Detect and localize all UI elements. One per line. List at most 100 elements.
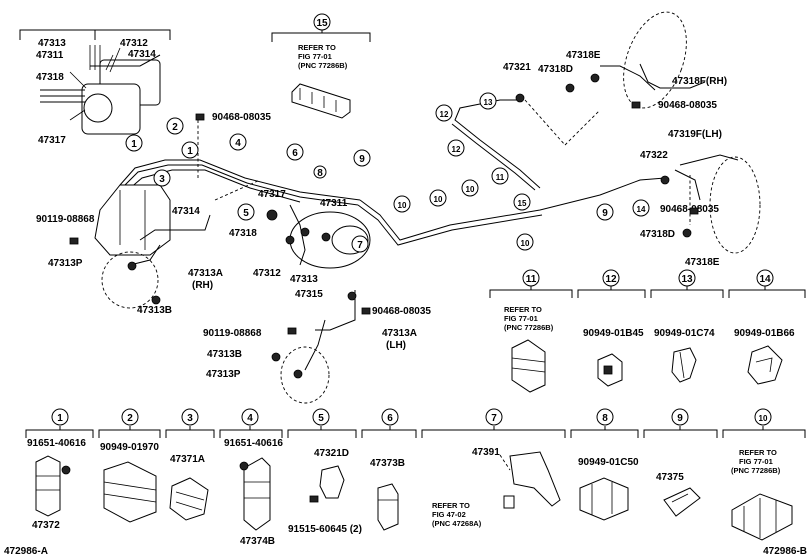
label-90949-01B45: 90949-01B45 (583, 328, 644, 339)
callout-10-box (754, 408, 772, 426)
label-47312: 47312 (120, 38, 148, 49)
callout-9-b: 9 (602, 208, 608, 219)
callout-4-a: 4 (235, 138, 241, 149)
clip-8-drawing (579, 477, 629, 521)
clip-3-drawing (169, 477, 209, 521)
callout-10-c: 10 (466, 185, 475, 194)
clip-12-drawing (597, 353, 623, 387)
label-90119-a: 90119-08868 (36, 214, 95, 225)
callout-3-a: 3 (159, 174, 165, 185)
label-47313-b: 47313 (290, 274, 318, 285)
refer-11-line-2: FIG 77-01 (504, 314, 538, 323)
callout-6-box (381, 408, 399, 426)
label-90949-01C50: 90949-01C50 (578, 457, 639, 468)
callout-1-box (51, 408, 69, 426)
label-91651-b: 91651-40616 (224, 438, 283, 449)
label-90949-01970: 90949-01970 (100, 442, 159, 453)
callout-5-a: 5 (243, 208, 249, 219)
label-47318E-b: 47318E (685, 257, 720, 268)
main-brake-tubes (94, 11, 761, 404)
label-rh: (RH) (192, 280, 213, 291)
label-47318D-b: 47318D (640, 229, 675, 240)
label-47391: 47391 (472, 447, 500, 458)
callout-12-box (602, 269, 620, 287)
refer-7-line-3: (PNC 47268A) (432, 519, 482, 528)
clip-4-drawing (239, 457, 271, 531)
label-47372: 47372 (32, 520, 60, 531)
label-47375: 47375 (656, 472, 684, 483)
label-47313A-lh: 47313A (382, 328, 417, 339)
label-47313B-b: 47313B (207, 349, 242, 360)
label-47314: 47314 (128, 49, 156, 60)
corner-code-left: 472986-A (4, 546, 48, 557)
label-91651-a: 91651-40616 (27, 438, 86, 449)
callout-1-box-label: 1 (57, 413, 63, 424)
label-47315: 47315 (295, 289, 323, 300)
label-47311: 47311 (36, 50, 64, 61)
callout-4-box (241, 408, 259, 426)
callout-13-box-label: 13 (681, 274, 693, 285)
refer-10-line-3: (PNC 77286B) (731, 466, 781, 475)
refer-top-line-1: REFER TO (298, 43, 336, 52)
refer-top-line-2: FIG 77-01 (298, 52, 332, 61)
label-47312-b: 47312 (253, 268, 281, 279)
callout-14-box (756, 269, 774, 287)
callout-14-box-label: 14 (759, 274, 771, 285)
refer-11-line-3: (PNC 77286B) (504, 323, 554, 332)
refer-top-line-3: (PNC 77286B) (298, 61, 348, 70)
label-47318E-top: 47318E (566, 50, 601, 61)
callout-10-b: 10 (434, 195, 443, 204)
clip-2-drawing (103, 461, 157, 523)
label-91515: 91515-60645 (2) (288, 524, 362, 535)
callout-15-top (313, 13, 331, 31)
label-90468-b: 90468-08035 (658, 100, 717, 111)
label-47314-b: 47314 (172, 206, 200, 217)
main-callouts (125, 92, 650, 253)
callout-9-box (671, 408, 689, 426)
callout-11-box (522, 269, 540, 287)
corner-code-right: 472986-B (763, 546, 807, 557)
clip-14-drawing (747, 345, 783, 385)
callout-8-a: 8 (317, 168, 323, 179)
callout-8-box-label: 8 (602, 413, 608, 424)
label-47374B: 47374B (240, 536, 275, 547)
callout-7-box (485, 408, 503, 426)
callout-10-d: 10 (521, 239, 530, 248)
callout-5-box-label: 5 (318, 413, 324, 424)
label-47313B-a: 47313B (137, 305, 172, 316)
label-90468-a: 90468-08035 (212, 112, 271, 123)
label-47313: 47313 (38, 38, 66, 49)
mid-insets-brackets (489, 286, 806, 298)
callout-2-box (121, 408, 139, 426)
label-47311-b: 47311 (320, 198, 348, 209)
callout-7-a: 7 (357, 240, 363, 251)
bottom-inset-brackets (25, 426, 806, 438)
callout-13-box (678, 269, 696, 287)
callout-10-a: 10 (398, 201, 407, 210)
callout-6-box-label: 6 (387, 413, 393, 424)
callout-10-box-label: 10 (759, 414, 768, 423)
callout-6-a: 6 (292, 148, 298, 159)
label-47371A: 47371A (170, 454, 205, 465)
callout-9-a: 9 (359, 154, 365, 165)
actuator-inset (19, 29, 171, 135)
label-47322: 47322 (640, 150, 668, 161)
callout-2-box-label: 2 (127, 413, 133, 424)
label-47373B: 47373B (370, 458, 405, 469)
refer-inset-15 (271, 28, 371, 119)
label-90468-d: 90468-08035 (372, 306, 431, 317)
clip-11-drawing (511, 339, 546, 393)
label-47317: 47317 (38, 135, 66, 146)
label-47318: 47318 (36, 72, 64, 83)
bracket-7-drawing (499, 451, 561, 509)
callout-11-a: 11 (496, 173, 505, 182)
callout-7-box-label: 7 (491, 413, 497, 424)
callout-13-a: 13 (484, 98, 493, 107)
callout-8-box (596, 408, 614, 426)
label-90949-01B66: 90949-01B66 (734, 328, 795, 339)
label-47318D-top: 47318D (538, 64, 573, 75)
callout-3-box (181, 408, 199, 426)
clip-5-drawing (309, 465, 345, 503)
label-47321D: 47321D (314, 448, 349, 459)
fasteners-main (69, 73, 699, 379)
